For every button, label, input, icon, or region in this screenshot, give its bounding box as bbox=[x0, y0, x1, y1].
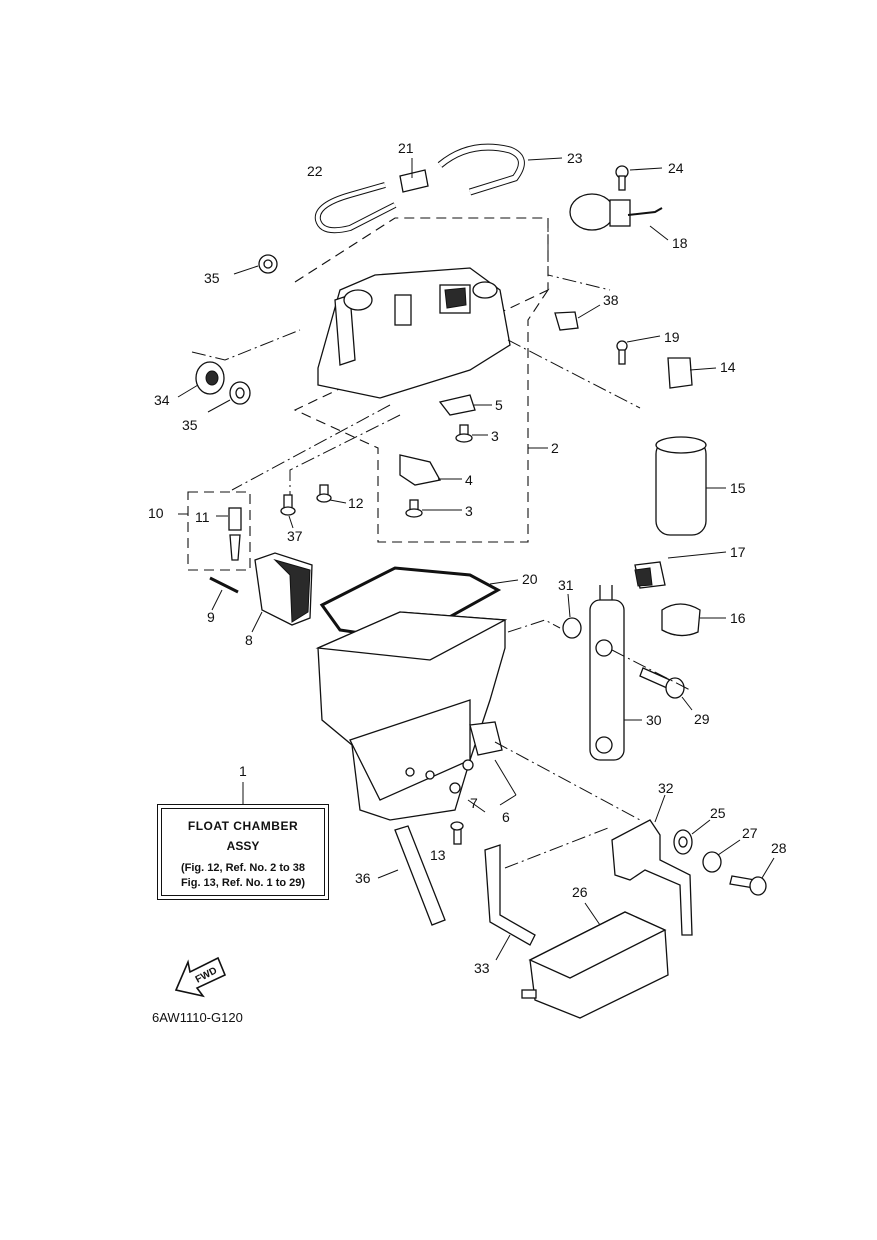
label-box-inner-frame: FLOAT CHAMBER ASSY (Fig. 12, Ref. No. 2 … bbox=[161, 808, 325, 896]
bracket-32 bbox=[611, 819, 693, 936]
callout-31: 31 bbox=[558, 577, 574, 593]
filter-14 bbox=[667, 357, 693, 389]
callout-19: 19 bbox=[664, 329, 680, 345]
callout-11: 11 bbox=[195, 509, 210, 525]
callout-30: 30 bbox=[646, 712, 662, 728]
callout-21: 21 bbox=[398, 140, 414, 156]
chain-line-e bbox=[494, 741, 641, 821]
callout-32: 32 bbox=[658, 780, 674, 796]
callout-4: 4 bbox=[465, 472, 473, 488]
pin-9 bbox=[209, 576, 239, 594]
callout-22: 22 bbox=[307, 163, 323, 179]
callout-2: 2 bbox=[551, 440, 559, 456]
group-10-outline bbox=[187, 491, 251, 571]
callout-12: 12 bbox=[348, 495, 364, 511]
callout-18: 18 bbox=[672, 235, 688, 251]
chain-line-d bbox=[289, 414, 401, 495]
callout-25: 25 bbox=[710, 805, 726, 821]
callout-33: 33 bbox=[474, 960, 490, 976]
label-title: FLOAT CHAMBER bbox=[187, 819, 299, 833]
plate-4 bbox=[399, 454, 442, 486]
callout-5: 5 bbox=[495, 397, 503, 413]
bracket-33 bbox=[484, 844, 536, 946]
callout-24: 24 bbox=[668, 160, 684, 176]
figure-code: 6AW1110-G120 bbox=[152, 1010, 243, 1025]
callout-14: 14 bbox=[720, 359, 736, 375]
label-subtitle: ASSY bbox=[226, 839, 260, 853]
callout-36: 36 bbox=[355, 870, 371, 886]
fwd-arrow-icon bbox=[174, 956, 227, 998]
callout-35b: 35 bbox=[182, 417, 198, 433]
callout-7: 7 bbox=[470, 795, 478, 811]
chain-line-c bbox=[231, 404, 391, 491]
callout-29: 29 bbox=[694, 711, 710, 727]
callout-8: 8 bbox=[245, 632, 253, 648]
callout-16: 16 bbox=[730, 610, 746, 626]
chain-line-f bbox=[504, 827, 609, 869]
chain-line-h bbox=[611, 649, 691, 691]
callout-37: 37 bbox=[287, 528, 303, 544]
callout-13: 13 bbox=[430, 847, 446, 863]
connector-38 bbox=[554, 311, 579, 331]
callout-15: 15 bbox=[730, 480, 746, 496]
chain-line-g bbox=[507, 619, 561, 633]
callout-6: 6 bbox=[502, 809, 510, 825]
gasket-20 bbox=[319, 566, 502, 642]
callout-35a: 35 bbox=[204, 270, 220, 286]
callout-34: 34 bbox=[154, 392, 170, 408]
label-ref-line-1: (Fig. 12, Ref. No. 2 to 38 bbox=[180, 862, 306, 874]
chain-line-a bbox=[547, 218, 611, 291]
hose-36 bbox=[394, 825, 446, 926]
float-chamber-label-box: FLOAT CHAMBER ASSY (Fig. 12, Ref. No. 2 … bbox=[157, 804, 329, 900]
callout-20: 20 bbox=[522, 571, 538, 587]
joint-21 bbox=[399, 169, 429, 193]
screw-7 bbox=[449, 782, 461, 794]
fitting-6 bbox=[469, 721, 503, 756]
callout-27: 27 bbox=[742, 825, 758, 841]
holder-16 bbox=[661, 603, 701, 637]
callout-28: 28 bbox=[771, 840, 787, 856]
callout-38: 38 bbox=[603, 292, 619, 308]
plate-5 bbox=[438, 394, 476, 416]
callout-9: 9 bbox=[207, 609, 215, 625]
callout-17: 17 bbox=[730, 544, 746, 560]
callout-23: 23 bbox=[567, 150, 583, 166]
chain-line-b bbox=[507, 339, 641, 409]
collar-27 bbox=[702, 851, 722, 873]
callout-1: 1 bbox=[239, 763, 247, 779]
fuel-pump-15 bbox=[655, 439, 707, 536]
filter-30 bbox=[589, 599, 625, 761]
bolt-29 bbox=[639, 667, 671, 689]
label-ref-line-2: Fig. 13, Ref. No. 1 to 29) bbox=[180, 877, 306, 889]
callout-26: 26 bbox=[572, 884, 588, 900]
needle-valve-11 bbox=[228, 507, 242, 531]
chain-line-i bbox=[191, 329, 301, 361]
callout-3b: 3 bbox=[465, 503, 473, 519]
grommet-31 bbox=[562, 617, 582, 639]
regulator-18 bbox=[569, 193, 615, 231]
callout-10: 10 bbox=[148, 505, 164, 521]
callout-3a: 3 bbox=[491, 428, 499, 444]
